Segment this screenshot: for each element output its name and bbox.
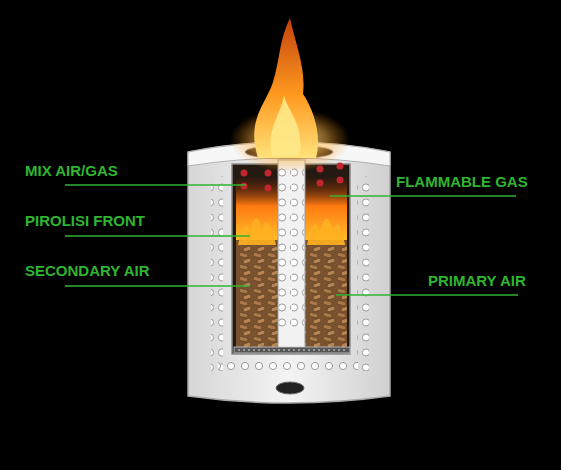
part-label: PIROLISI FRONT — [25, 212, 145, 230]
part-label: MIX AIR/GAS — [25, 162, 118, 180]
part-label: PRIMARY AIR — [428, 272, 526, 290]
part-label: SECONDARY AIR — [25, 262, 149, 280]
part-label: FLAMMABLE GAS — [396, 173, 528, 191]
